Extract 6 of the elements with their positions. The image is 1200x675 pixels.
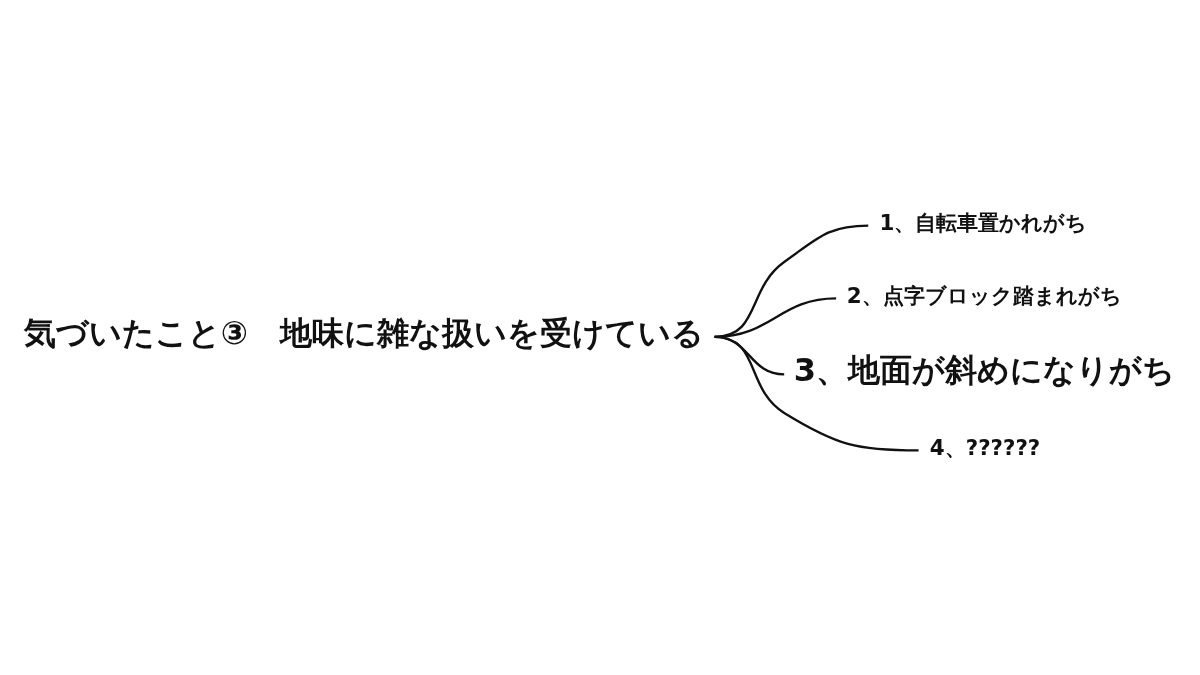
node-text: 3、地面が斜めになりがち — [793, 350, 1176, 389]
connector — [714, 335, 919, 452]
node-text: 4、?????? — [929, 434, 1041, 460]
node-text: 気づいたこと③ 地味に雑な扱いを受けている — [23, 313, 705, 352]
node-text: 1、自転車置かれがち — [879, 209, 1088, 235]
node-text: 2、点字ブロック踏まれがち — [846, 282, 1122, 308]
